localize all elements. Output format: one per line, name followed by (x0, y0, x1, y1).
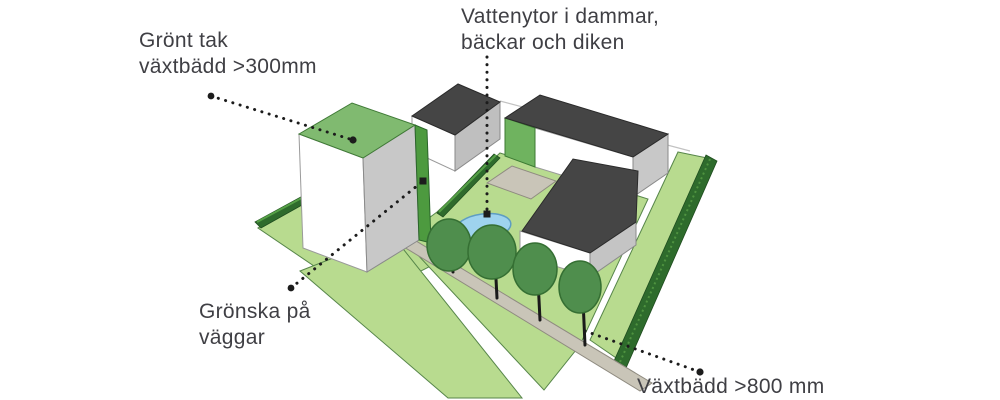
leader-dot (483, 210, 491, 218)
hedge-courtyard (436, 153, 501, 218)
parking-pad (485, 165, 558, 200)
label-water-line1: Vattenytor i dammar, (461, 5, 660, 28)
bldg-b-green-end-wall (504, 117, 536, 168)
green-roof-tower (297, 102, 432, 273)
label-green-walls-line2: väggar (199, 326, 266, 349)
label-green-roof-line1: Grönt tak (139, 29, 229, 52)
leader-dot (419, 177, 427, 185)
leader-dot (287, 284, 295, 292)
label-green-walls-line1: Grönska på (199, 300, 311, 323)
leader-green-walls (289, 179, 425, 290)
tower-green-roof (297, 102, 417, 159)
label-water-line2: bäckar och diken (461, 31, 625, 54)
label-green-walls: Grönska på väggar (199, 299, 311, 351)
tree-canopy (558, 260, 602, 314)
hedge-right-texture (619, 158, 711, 363)
tree-canopy (512, 242, 558, 296)
tree-row (426, 218, 602, 347)
tree-canopy (426, 218, 472, 272)
label-green-roof: Grönt tak växtbädd >300mm (139, 28, 317, 80)
tree-canopy (467, 224, 517, 280)
label-water-surfaces: Vattenytor i dammar, bäckar och diken (461, 4, 659, 56)
label-planting-bed: Växtbädd >800 mm (637, 374, 825, 400)
leader-dot (349, 136, 357, 144)
bldg-b-dark-roof (503, 94, 670, 158)
label-planting-bed-line1: Växtbädd >800 mm (637, 375, 825, 398)
leader-lines (207, 55, 704, 376)
leader-planting-bed (583, 329, 702, 374)
leader-dot (207, 92, 215, 100)
leader-dot (696, 368, 704, 376)
leader-end-dots (207, 92, 704, 376)
bldg-c-dark-roof (521, 158, 639, 254)
bldg-a-dark-roof (410, 83, 502, 136)
label-green-roof-line2: växtbädd >300mm (139, 55, 317, 78)
